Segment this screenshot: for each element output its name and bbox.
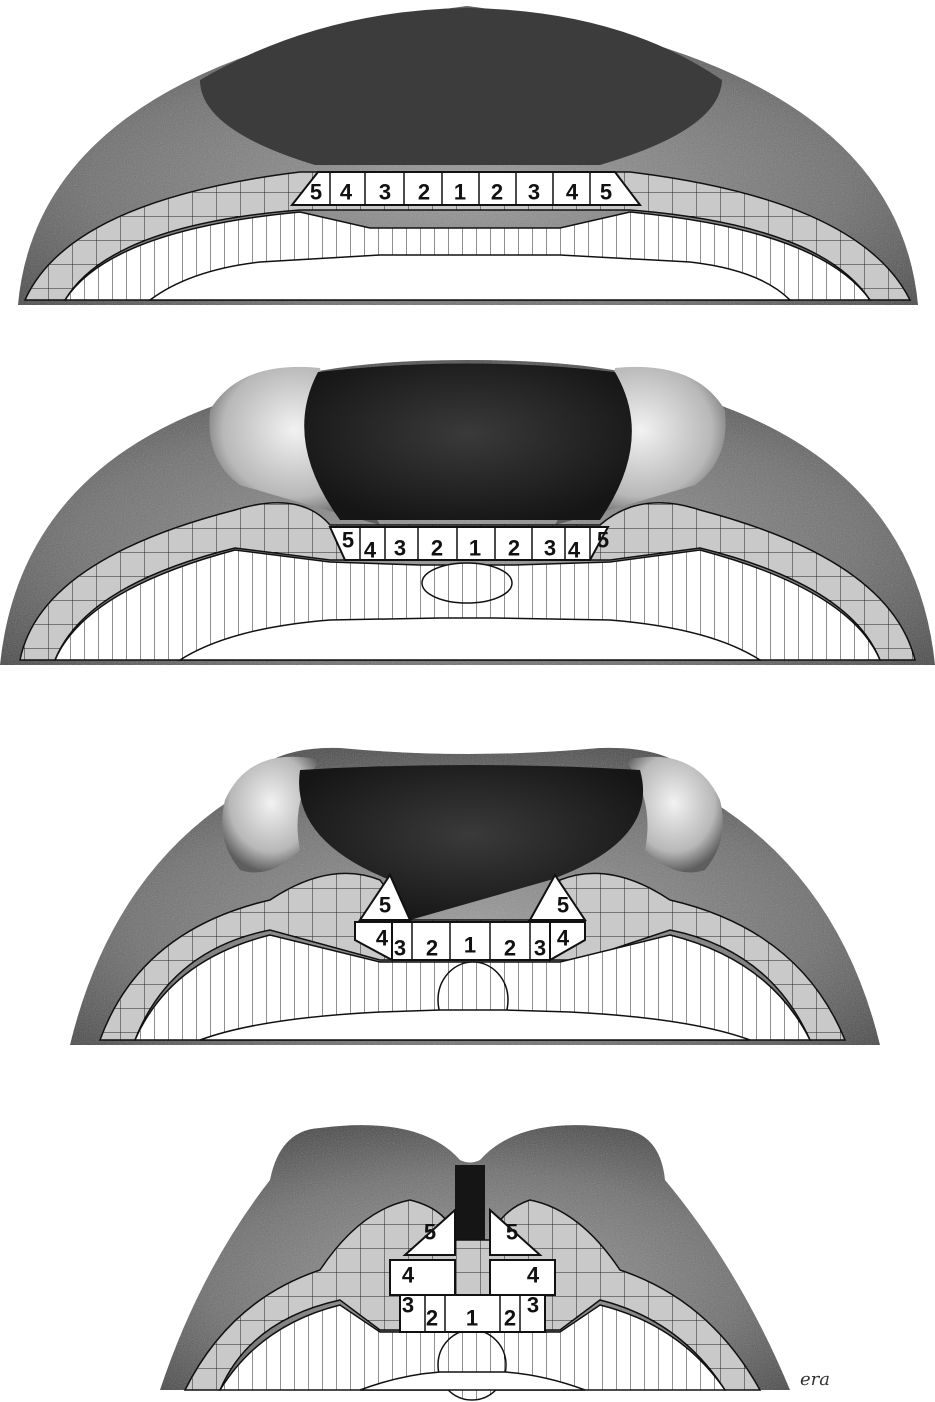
cell-zone-label: 3 — [394, 936, 406, 961]
cell-zone-label: 3 — [534, 936, 546, 961]
cell-zone-label: 5 — [597, 528, 609, 553]
cell-zone-label: 2 — [504, 936, 516, 961]
neural-plate-surface — [200, 8, 722, 165]
cell-zone-label: 2 — [504, 1306, 516, 1331]
cell-zone-label: 4 — [568, 538, 581, 563]
cell-zone-label: 2 — [426, 936, 438, 961]
cell-zone-label: 2 — [508, 536, 520, 561]
cell-zone-label: 2 — [426, 1306, 438, 1331]
cell-zone-label: 5 — [310, 180, 322, 205]
neural-plate-surface — [304, 364, 632, 521]
cell-zone-label: 1 — [464, 933, 476, 958]
cell-zone-label: 4 — [340, 180, 353, 205]
cell-zone-label: 4 — [566, 180, 579, 205]
cell-zone-label: 3 — [379, 180, 391, 205]
cell-zone-label: 4 — [364, 538, 377, 563]
cell-zone-label: 1 — [466, 1306, 478, 1331]
cell-zone-label: 2 — [431, 536, 443, 561]
cell-zone-label: 3 — [402, 1293, 414, 1318]
cell-zone-label: 5 — [379, 893, 391, 918]
cell-zone-label: 3 — [394, 536, 406, 561]
cell-zone-label: 4 — [527, 1263, 540, 1288]
cell-zone-label: 1 — [454, 180, 466, 205]
artist-signature: era — [800, 1369, 830, 1390]
cell-zone-label: 3 — [527, 1293, 539, 1318]
cell-zone-label: 4 — [376, 926, 389, 951]
right-zone-block — [490, 1260, 555, 1295]
neural-groove — [455, 1165, 485, 1240]
cell-zone-label: 4 — [557, 926, 570, 951]
left-zone-block — [390, 1260, 455, 1295]
cell-zone-label: 5 — [506, 1220, 518, 1245]
cell-zone-label: 3 — [528, 180, 540, 205]
cell-zone-label: 5 — [342, 528, 354, 553]
cell-zone-label: 3 — [544, 536, 556, 561]
cell-zone-label: 5 — [600, 180, 612, 205]
cell-zone-label: 2 — [491, 180, 503, 205]
notochord — [422, 563, 512, 603]
cell-zone-label: 2 — [418, 180, 430, 205]
cell-zone-label: 5 — [424, 1220, 436, 1245]
cell-zone-label: 4 — [402, 1263, 415, 1288]
cell-zone-label: 5 — [557, 893, 569, 918]
cell-zone-label: 1 — [469, 536, 481, 561]
